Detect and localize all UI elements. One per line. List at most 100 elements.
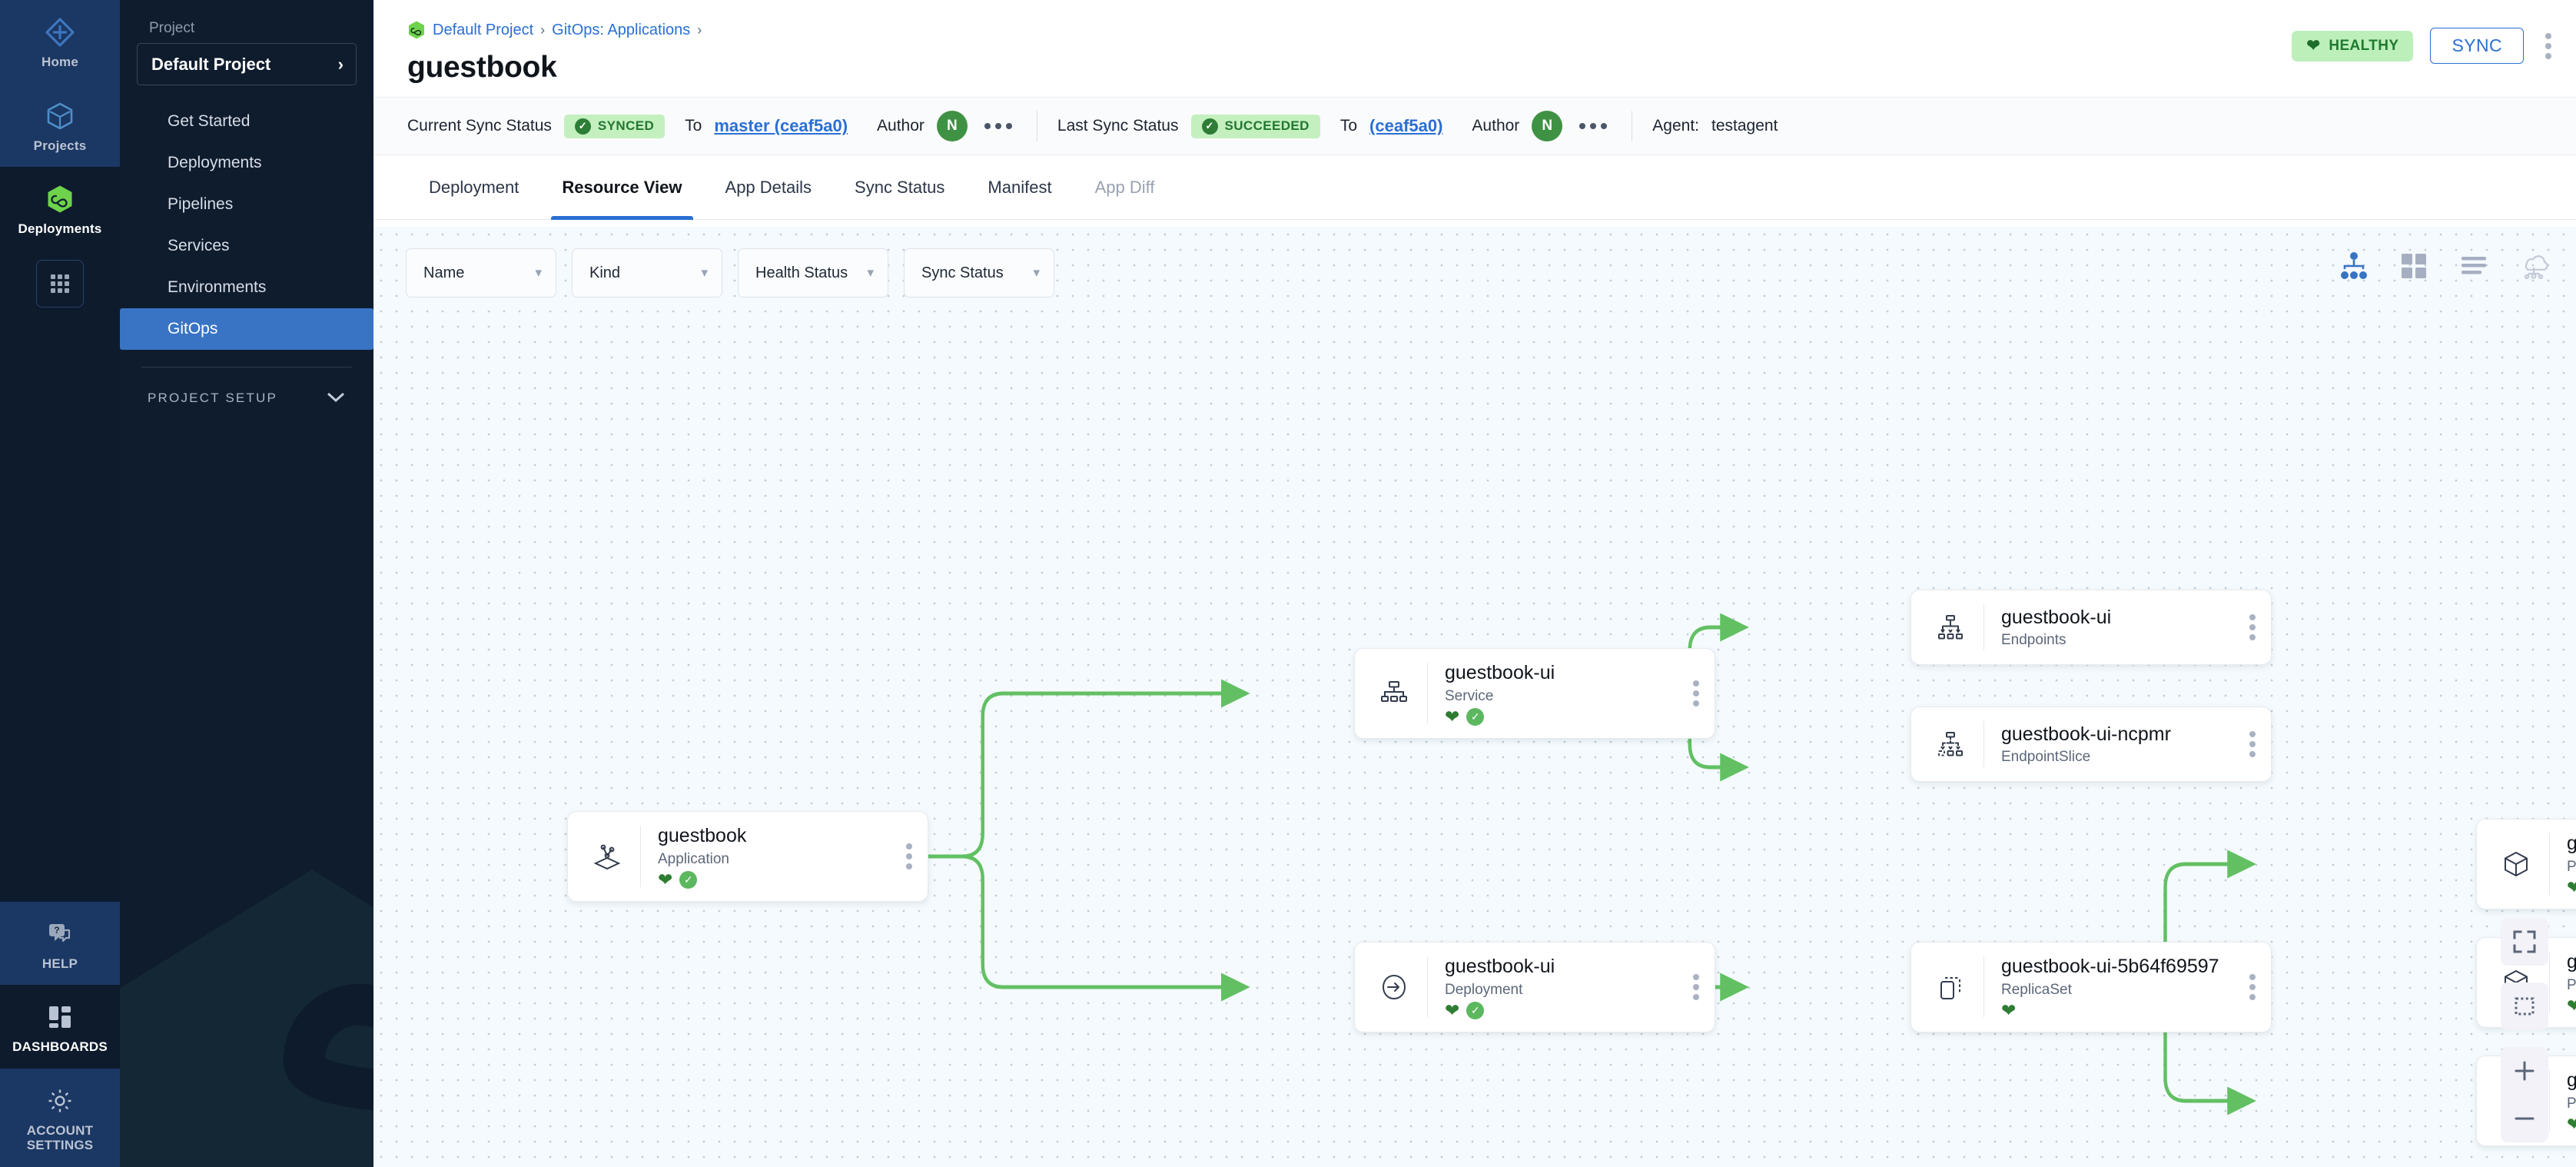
breadcrumb-default-project[interactable]: Default Project [433,21,534,38]
node-kebab-icon[interactable] [2234,731,2271,757]
current-revision-link[interactable]: master (ceaf5a0) [714,116,848,135]
grid-view-icon[interactable] [2399,251,2428,281]
tab-label: Manifest [988,177,1052,197]
sidebar-item-gitops[interactable]: GitOps [120,308,373,350]
rail-item-account-settings[interactable]: ACCOUNT SETTINGS [0,1068,120,1167]
tab-sync-status[interactable]: Sync Status [833,155,966,219]
tab-label: Deployment [429,177,520,197]
last-sync-status-chip: ✓ SUCCEEDED [1190,114,1320,138]
sidebar-item-label: Deployments [168,154,262,171]
filter-label: Health Status [755,264,848,281]
node-kebab-icon[interactable] [2234,614,2271,640]
heart-icon: ❤ [2306,37,2321,55]
node-kebab-icon[interactable] [1678,974,1715,1000]
filter-sync-status[interactable]: Sync Status ▾ [904,248,1054,298]
rail-item-projects[interactable]: Projects [0,83,120,168]
sidebar-project-setup[interactable]: PROJECT SETUP [137,383,357,414]
rail-item-help[interactable]: ? HELP [0,901,120,986]
endpointslice-icon [1928,728,1973,760]
sync-button[interactable]: SYNC [2430,28,2524,64]
rail-item-deployments-label: Deployments [18,221,102,237]
help-chat-icon: ? [45,919,75,949]
canvas-tools [2501,918,2548,1142]
replicaset-icon [1928,971,1973,1003]
sidebar-item-label: Environments [168,278,267,296]
node-kind: Endpoints [2001,632,2066,649]
home-diamond-icon [45,17,75,48]
resource-graph-canvas[interactable]: Name ▾ Kind ▾ Health Status ▾ Sync Statu… [373,227,2576,1167]
tab-label: Resource View [562,177,682,197]
current-sync-status-value: SYNCED [597,118,655,133]
sidebar-item-deployments[interactable]: Deployments [137,142,357,184]
dashboard-tiles-icon [45,1002,75,1032]
last-overflow-icon[interactable] [1575,118,1612,134]
graph-node-pod[interactable]: guestbook-ui-5b64f6959… Pod ❤ [2476,819,2576,909]
filter-label: Name [423,264,465,281]
select-region-icon[interactable] [2501,982,2548,1030]
tab-app-details[interactable]: App Details [704,155,834,219]
sidebar-watermark-logo [120,869,373,1167]
current-overflow-icon[interactable] [980,118,1017,134]
status-badge-health-label: HEALTHY [2329,37,2399,54]
icon-rail: Home Projects Deployments ? [0,0,120,1167]
cube-outline-icon [45,101,75,131]
node-kind: Service [1445,687,1494,704]
tab-label: App Details [725,177,812,197]
sidebar-item-pipelines[interactable]: Pipelines [137,184,357,225]
main-area: Default Project › GitOps: Applications ›… [373,0,2576,1167]
rail-item-dashboards[interactable]: DASHBOARDS [0,985,120,1069]
zoom-in-icon[interactable] [2501,1047,2548,1095]
tab-manifest[interactable]: Manifest [966,155,1073,219]
fullscreen-icon[interactable] [2501,918,2548,966]
graph-node-deployment[interactable]: guestbook-ui Deployment ❤ ✓ [1354,942,1715,1032]
node-kebab-icon[interactable] [1678,680,1715,707]
graph-node-endpoints[interactable]: guestbook-ui Endpoints [1910,590,2272,665]
heart-icon: ❤ [1445,707,1460,727]
infinity-hex-icon [45,184,75,214]
kebab-vertical-icon[interactable] [2541,30,2556,62]
node-kebab-icon[interactable] [2234,974,2271,1000]
last-revision-link[interactable]: (ceaf5a0) [1369,116,1443,135]
sidebar-item-label: Pipelines [168,195,234,213]
sidebar-item-get-started[interactable]: Get Started [137,101,357,142]
graph-node-application[interactable]: guestbook Application ❤ ✓ [567,811,928,902]
app-grid-icon[interactable] [36,259,84,308]
check-circle-icon: ✓ [574,118,591,135]
rail-item-deployments[interactable]: Deployments [0,167,120,251]
tab-label: Sync Status [855,177,945,197]
graph-node-replicaset[interactable]: guestbook-ui-5b64f69597 ReplicaSet ❤ [1910,942,2272,1032]
rail-item-help-label: HELP [41,956,78,971]
breadcrumb-gitops-applications[interactable]: GitOps: Applications [552,21,691,38]
node-kebab-icon[interactable] [891,843,928,869]
list-view-icon[interactable] [2459,251,2488,281]
node-name: guestbook-ui [1445,662,1555,684]
rail-item-home[interactable]: Home [0,0,120,84]
node-kind: Pod [2567,976,2576,993]
node-name: guestbook-ui-5b64f6959… [2567,950,2576,974]
zoom-controls [2501,1047,2548,1142]
graph-node-endpointslice[interactable]: guestbook-ui-ncpmr EndpointSlice [1910,707,2272,782]
chevron-down-icon: ▾ [1033,265,1040,280]
project-selector[interactable]: Default Project › [137,43,357,85]
sidebar-item-services[interactable]: Services [137,225,357,267]
tree-view-icon[interactable] [2339,251,2369,281]
sidebar-item-environments[interactable]: Environments [137,267,357,308]
rail-grid-wrap [0,250,120,308]
heart-icon: ❤ [2567,1114,2576,1135]
current-sync-status-label: Current Sync Status [407,117,552,135]
current-to-label: To [685,117,702,135]
filter-name[interactable]: Name ▾ [406,248,556,298]
network-view-icon[interactable] [2519,251,2548,281]
filter-kind[interactable]: Kind ▾ [572,248,722,298]
tab-resource-view[interactable]: Resource View [540,155,703,220]
node-kind: Application [658,850,729,867]
filter-health-status[interactable]: Health Status ▾ [738,248,888,298]
zoom-out-icon[interactable] [2501,1095,2548,1142]
graph-node-service[interactable]: guestbook-ui Service ❤ ✓ [1354,648,1715,739]
tab-deployment[interactable]: Deployment [407,155,540,219]
check-circle-icon: ✓ [1466,1002,1485,1020]
heart-icon: ❤ [2001,1000,2017,1021]
node-kind: EndpointSlice [2001,749,2091,766]
svg-text:?: ? [54,925,60,936]
tab-app-diff[interactable]: App Diff [1074,155,1177,219]
